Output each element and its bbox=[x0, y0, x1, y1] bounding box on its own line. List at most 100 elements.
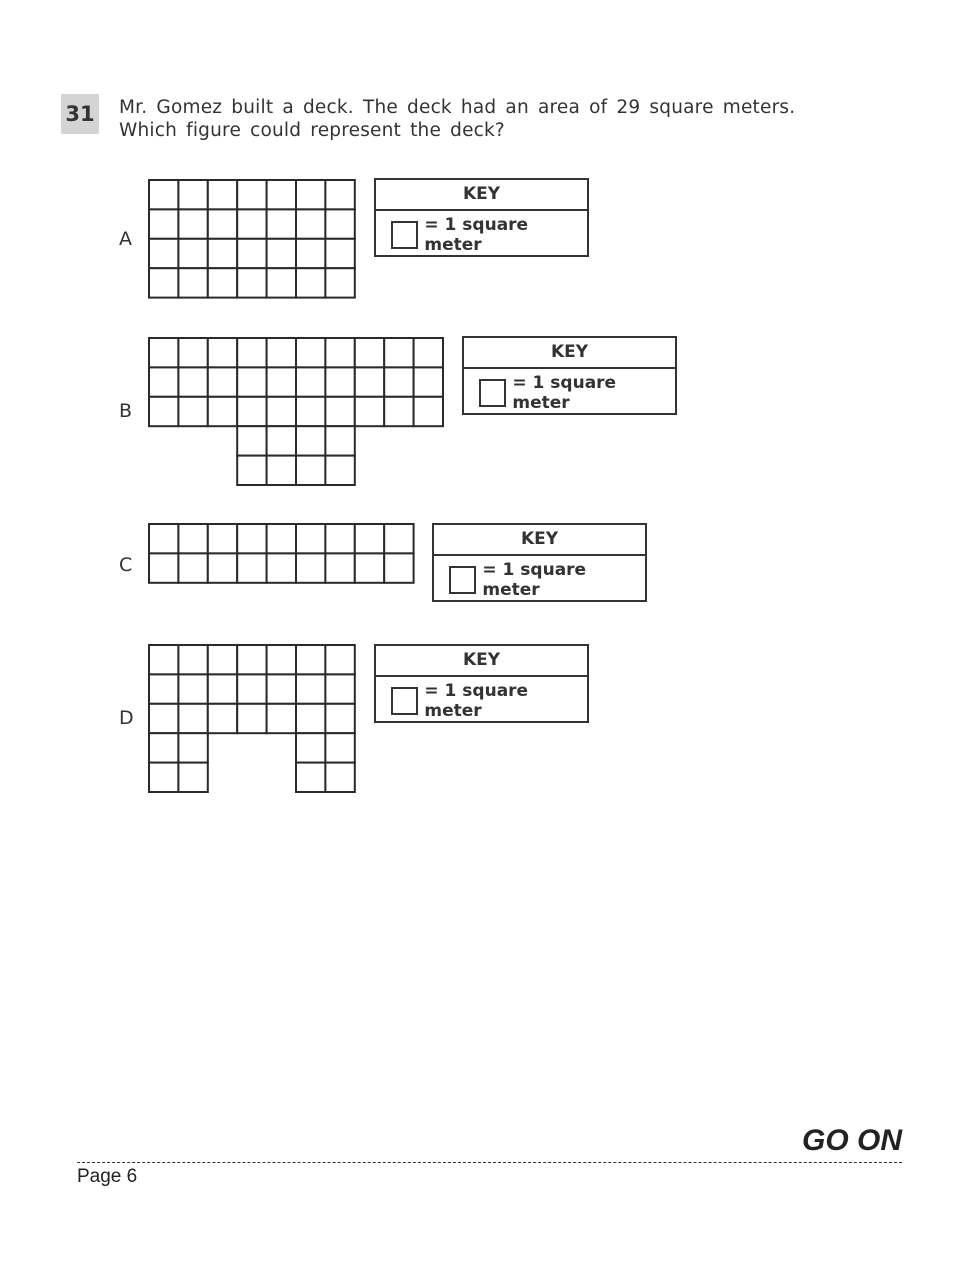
grid-square bbox=[324, 732, 356, 764]
grid-square bbox=[236, 673, 268, 705]
grid-square bbox=[177, 395, 209, 428]
grid-square bbox=[295, 702, 327, 735]
grid-square bbox=[236, 425, 268, 457]
option-c-key: KEY = 1 square meter bbox=[432, 523, 647, 602]
grid-square bbox=[148, 761, 180, 793]
grid-square bbox=[177, 732, 209, 764]
grid-square bbox=[265, 552, 297, 584]
grid-square bbox=[265, 208, 297, 240]
grid-square bbox=[148, 673, 180, 705]
grid-square bbox=[324, 366, 356, 398]
grid-square bbox=[236, 267, 268, 299]
grid-square bbox=[148, 366, 180, 398]
grid-square bbox=[295, 644, 327, 676]
grid-square bbox=[265, 179, 297, 211]
grid-square bbox=[324, 761, 356, 793]
option-c-label[interactable]: C bbox=[119, 554, 133, 576]
grid-square bbox=[177, 237, 209, 270]
grid-square bbox=[324, 208, 356, 240]
grid-square bbox=[206, 395, 239, 428]
grid-square bbox=[236, 179, 268, 211]
grid-square bbox=[353, 395, 386, 428]
grid-square bbox=[206, 644, 239, 676]
grid-square bbox=[236, 552, 268, 584]
grid-square bbox=[295, 761, 327, 793]
key-title: KEY bbox=[376, 180, 587, 211]
grid-square bbox=[148, 208, 180, 240]
grid-square bbox=[148, 702, 180, 735]
grid-square bbox=[265, 673, 297, 705]
go-on-label: GO ON bbox=[801, 1124, 902, 1157]
grid-square bbox=[295, 673, 327, 705]
grid-square bbox=[265, 237, 297, 270]
grid-square bbox=[236, 523, 268, 555]
grid-square bbox=[383, 523, 415, 555]
grid-square bbox=[324, 644, 356, 676]
grid-square bbox=[148, 644, 180, 676]
grid-square bbox=[265, 267, 297, 299]
grid-square bbox=[265, 395, 297, 428]
grid-square bbox=[295, 523, 327, 555]
grid-square bbox=[265, 644, 297, 676]
grid-square bbox=[295, 552, 327, 584]
unit-square-icon bbox=[449, 566, 477, 594]
grid-square bbox=[177, 702, 209, 735]
grid-square bbox=[295, 337, 327, 369]
grid-square bbox=[324, 702, 356, 735]
grid-square bbox=[177, 644, 209, 676]
grid-square bbox=[295, 366, 327, 398]
key-legend: = 1 square meter bbox=[424, 215, 529, 255]
grid-square bbox=[383, 337, 415, 369]
grid-square bbox=[236, 237, 268, 270]
grid-square bbox=[324, 179, 356, 211]
grid-square bbox=[236, 366, 268, 398]
unit-square-icon bbox=[479, 379, 507, 407]
option-b-figure bbox=[148, 337, 445, 486]
grid-square bbox=[324, 673, 356, 705]
grid-square bbox=[236, 208, 268, 240]
grid-square bbox=[265, 523, 297, 555]
question-number: 31 bbox=[61, 94, 99, 134]
option-b-label[interactable]: B bbox=[119, 400, 133, 422]
option-b-key: KEY = 1 square meter bbox=[462, 336, 677, 415]
key-title: KEY bbox=[376, 646, 587, 677]
grid-square bbox=[295, 395, 327, 428]
option-a-label[interactable]: A bbox=[119, 228, 132, 250]
grid-square bbox=[148, 395, 180, 428]
grid-square bbox=[206, 337, 239, 369]
grid-square bbox=[353, 366, 386, 398]
key-legend: = 1 square meter bbox=[424, 681, 529, 721]
grid-square bbox=[295, 267, 327, 299]
grid-square bbox=[324, 237, 356, 270]
grid-square bbox=[148, 179, 180, 211]
unit-square-icon bbox=[391, 687, 419, 715]
option-d-label[interactable]: D bbox=[119, 707, 134, 729]
grid-square bbox=[324, 454, 356, 486]
grid-square bbox=[412, 337, 445, 369]
grid-square bbox=[295, 425, 327, 457]
grid-square bbox=[295, 179, 327, 211]
grid-square bbox=[206, 702, 239, 735]
key-title: KEY bbox=[464, 338, 675, 369]
grid-square bbox=[265, 337, 297, 369]
page-number: Page 6 bbox=[77, 1166, 138, 1187]
grid-square bbox=[324, 395, 356, 428]
grid-square bbox=[206, 523, 239, 555]
option-a-key: KEY = 1 square meter bbox=[374, 178, 589, 257]
grid-square bbox=[295, 732, 327, 764]
grid-square bbox=[412, 366, 445, 398]
grid-square bbox=[148, 732, 180, 764]
grid-square bbox=[177, 337, 209, 369]
key-legend: = 1 square meter bbox=[512, 373, 617, 413]
grid-square bbox=[236, 702, 268, 735]
grid-square bbox=[177, 179, 209, 211]
grid-square bbox=[206, 267, 239, 299]
grid-square bbox=[148, 552, 180, 584]
grid-square bbox=[206, 237, 239, 270]
footer-divider bbox=[77, 1162, 902, 1163]
grid-square bbox=[324, 552, 356, 584]
option-d-key: KEY = 1 square meter bbox=[374, 644, 589, 723]
grid-square bbox=[148, 337, 180, 369]
grid-square bbox=[206, 208, 239, 240]
grid-square bbox=[265, 425, 297, 457]
